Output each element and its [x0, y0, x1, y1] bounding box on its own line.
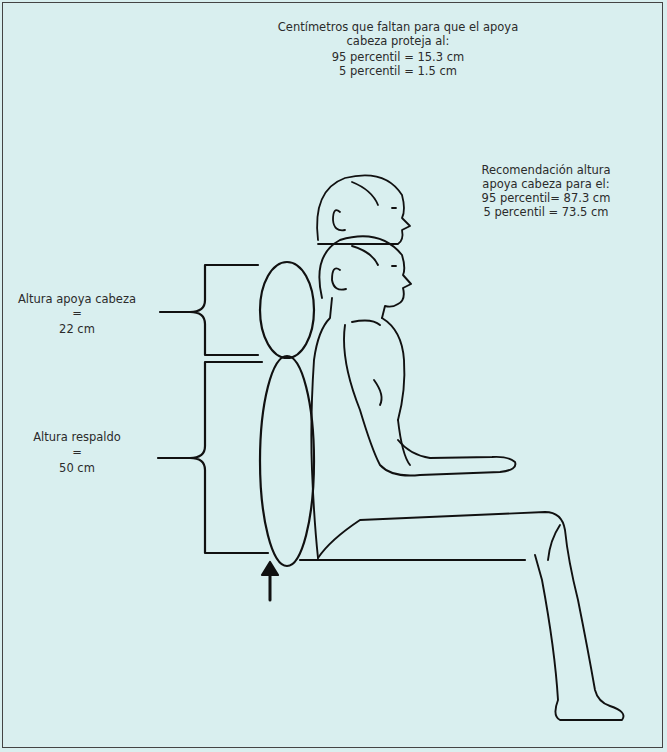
headrest	[260, 262, 314, 358]
note-heading: Centímetros que faltan para que el apoya…	[273, 20, 523, 48]
seat	[300, 559, 525, 561]
arrow	[269, 572, 272, 600]
dimension-value: 22 cm	[59, 322, 95, 336]
note-value: 5 percentil = 73.5 cm	[483, 205, 608, 219]
dimension-label: =	[72, 306, 82, 320]
dimension-value: 50 cm	[59, 461, 95, 475]
arrowhead	[262, 562, 278, 575]
note-value: 95 percentil= 87.3 cm	[482, 191, 611, 205]
dimension-label: Altura respaldo	[33, 430, 121, 444]
head-upper	[317, 175, 410, 244]
bracket	[160, 265, 258, 355]
note-value: 95 percentil = 15.3 cm	[332, 50, 464, 64]
seated-person	[311, 236, 623, 720]
dimension-label: Altura apoya cabeza	[18, 292, 136, 306]
bracket	[158, 362, 268, 553]
note-value: 5 percentil = 1.5 cm	[339, 64, 457, 78]
backrest	[260, 356, 314, 566]
dimension-value: =	[72, 445, 82, 459]
note-heading: Recomendación altura apoya cabeza para e…	[471, 163, 621, 191]
